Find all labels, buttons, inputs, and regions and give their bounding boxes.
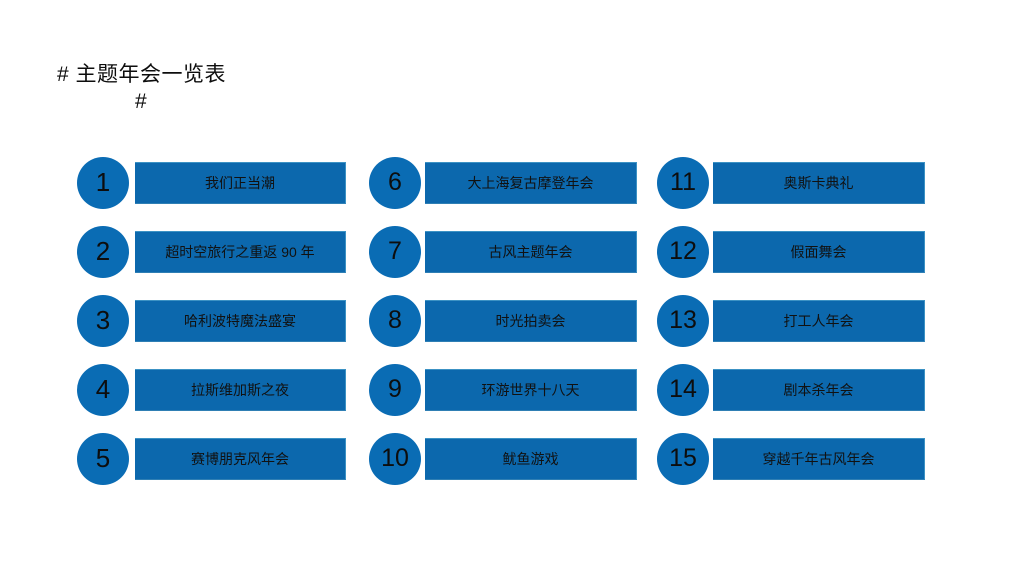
theme-column-3: 11 奥斯卡典礼 12 假面舞会 13 打工人年会 14 剧本 xyxy=(657,157,932,502)
list-item[interactable]: 3 哈利波特魔法盛宴 xyxy=(77,295,367,347)
item-number-badge: 12 xyxy=(657,226,709,278)
list-item[interactable]: 14 剧本杀年会 xyxy=(657,364,932,416)
list-item[interactable]: 10 鱿鱼游戏 xyxy=(369,433,644,485)
list-item[interactable]: 12 假面舞会 xyxy=(657,226,932,278)
list-item[interactable]: 11 奥斯卡典礼 xyxy=(657,157,932,209)
item-label-bar[interactable]: 时光拍卖会 xyxy=(425,300,637,342)
item-number-badge: 13 xyxy=(657,295,709,347)
list-item[interactable]: 7 古风主题年会 xyxy=(369,226,644,278)
item-label-bar[interactable]: 拉斯维加斯之夜 xyxy=(135,369,346,411)
item-number-badge: 8 xyxy=(369,295,421,347)
list-item[interactable]: 13 打工人年会 xyxy=(657,295,932,347)
list-item[interactable]: 1 我们正当潮 xyxy=(77,157,367,209)
item-number-badge: 15 xyxy=(657,433,709,485)
item-number-badge: 7 xyxy=(369,226,421,278)
item-label: 哈利波特魔法盛宴 xyxy=(184,313,296,329)
item-number-badge: 2 xyxy=(77,226,129,278)
item-label-bar[interactable]: 打工人年会 xyxy=(713,300,925,342)
item-label-bar[interactable]: 奥斯卡典礼 xyxy=(713,162,925,204)
item-label-bar[interactable]: 古风主题年会 xyxy=(425,231,637,273)
page-title-line-2: # xyxy=(135,90,147,113)
item-label-bar[interactable]: 大上海复古摩登年会 xyxy=(425,162,637,204)
theme-column-2: 6 大上海复古摩登年会 7 古风主题年会 8 时光拍卖会 9 xyxy=(369,157,644,502)
list-item[interactable]: 6 大上海复古摩登年会 xyxy=(369,157,644,209)
item-number-badge: 4 xyxy=(77,364,129,416)
item-label: 鱿鱼游戏 xyxy=(502,451,559,467)
item-number-badge: 14 xyxy=(657,364,709,416)
item-number-badge: 6 xyxy=(369,157,421,209)
item-label: 我们正当潮 xyxy=(205,175,275,191)
list-item[interactable]: 5 赛博朋克风年会 xyxy=(77,433,367,485)
item-number-badge: 1 xyxy=(77,157,129,209)
item-label: 穿越千年古风年会 xyxy=(762,451,875,467)
item-label: 古风主题年会 xyxy=(488,244,573,260)
page-title-line-1: # 主题年会一览表 xyxy=(57,63,227,86)
item-label: 时光拍卖会 xyxy=(495,313,566,329)
theme-column-1: 1 我们正当潮 2 超时空旅行之重返 90 年 3 哈利波特魔法盛宴 4 xyxy=(77,157,367,502)
item-label: 剧本杀年会 xyxy=(783,382,854,398)
item-label-bar[interactable]: 剧本杀年会 xyxy=(713,369,925,411)
item-label: 大上海复古摩登年会 xyxy=(467,175,594,191)
item-label: 环游世界十八天 xyxy=(481,382,580,398)
item-number-badge: 3 xyxy=(77,295,129,347)
item-number-badge: 11 xyxy=(657,157,709,209)
item-label-bar[interactable]: 哈利波特魔法盛宴 xyxy=(135,300,346,342)
item-label: 赛博朋克风年会 xyxy=(191,451,289,467)
item-label-bar[interactable]: 我们正当潮 xyxy=(135,162,346,204)
list-item[interactable]: 8 时光拍卖会 xyxy=(369,295,644,347)
item-label: 拉斯维加斯之夜 xyxy=(191,382,289,398)
item-label-bar[interactable]: 超时空旅行之重返 90 年 xyxy=(135,231,346,273)
item-label-bar[interactable]: 穿越千年古风年会 xyxy=(713,438,925,480)
item-number-badge: 5 xyxy=(77,433,129,485)
item-label: 打工人年会 xyxy=(783,313,854,329)
item-label-bar[interactable]: 环游世界十八天 xyxy=(425,369,637,411)
list-item[interactable]: 9 环游世界十八天 xyxy=(369,364,644,416)
list-item[interactable]: 4 拉斯维加斯之夜 xyxy=(77,364,367,416)
item-number-badge: 10 xyxy=(369,433,421,485)
page-title: # 主题年会一览表 # xyxy=(57,61,357,115)
item-label: 超时空旅行之重返 90 年 xyxy=(165,244,315,260)
list-item[interactable]: 2 超时空旅行之重返 90 年 xyxy=(77,226,367,278)
item-label-bar[interactable]: 假面舞会 xyxy=(713,231,925,273)
item-label-bar[interactable]: 鱿鱼游戏 xyxy=(425,438,637,480)
item-label: 假面舞会 xyxy=(790,244,847,260)
list-item[interactable]: 15 穿越千年古风年会 xyxy=(657,433,932,485)
item-label: 奥斯卡典礼 xyxy=(783,175,854,191)
item-label-bar[interactable]: 赛博朋克风年会 xyxy=(135,438,346,480)
item-number-badge: 9 xyxy=(369,364,421,416)
